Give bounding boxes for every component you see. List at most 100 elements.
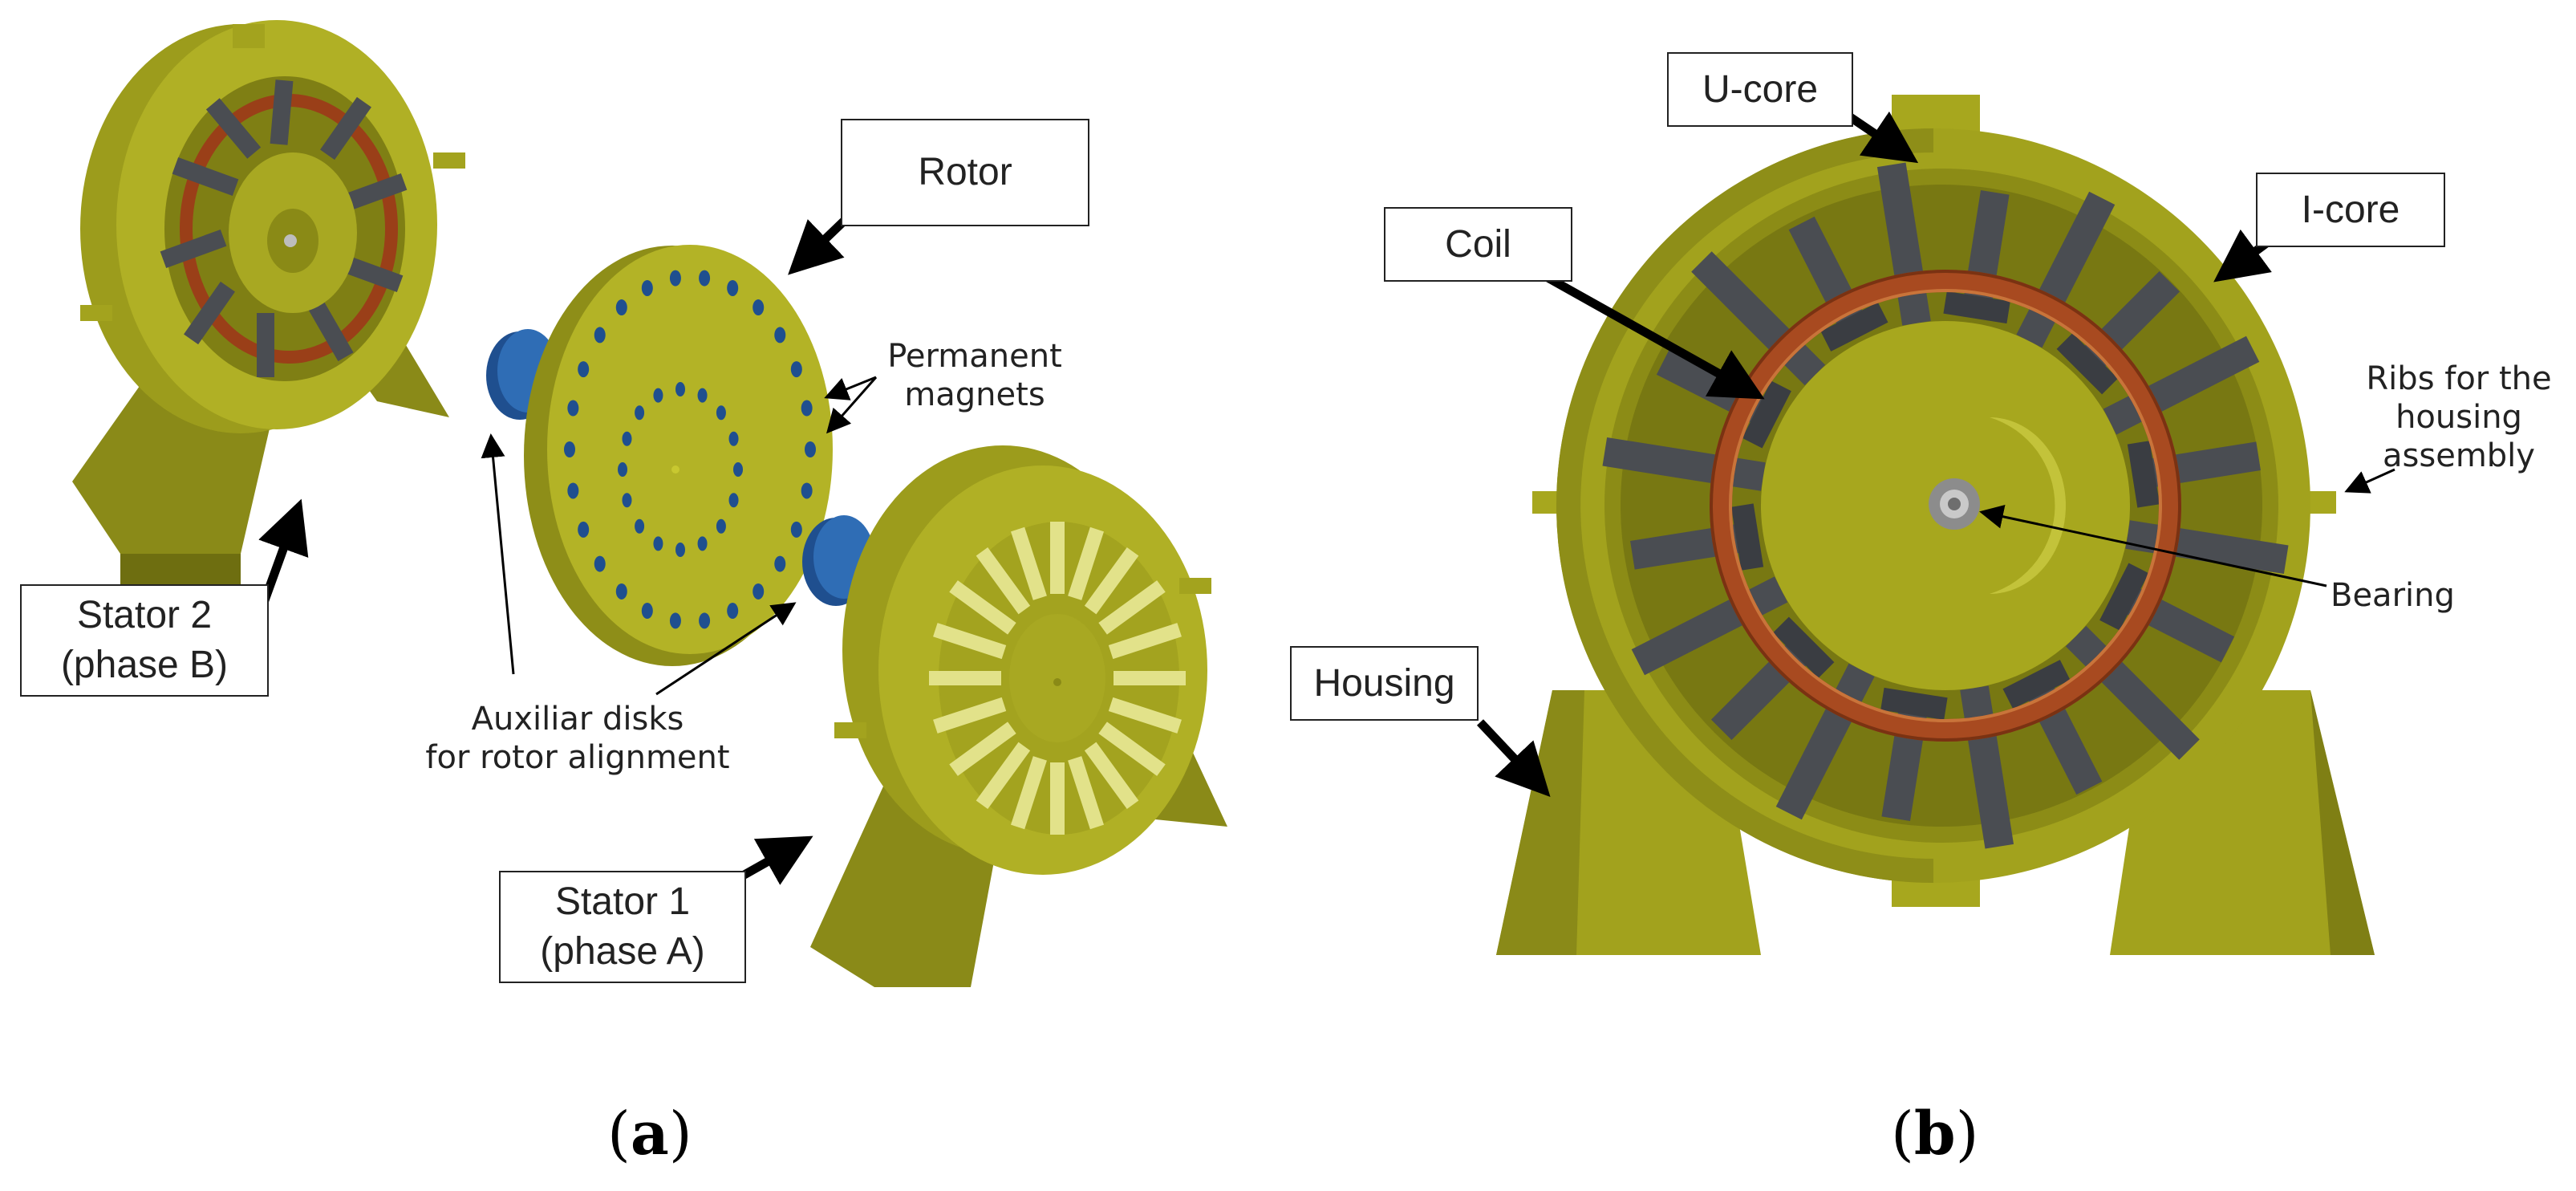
stator-slot	[1068, 756, 1105, 830]
rotor-magnet	[716, 405, 726, 421]
disks-annotation: Auxiliar disks for rotor alignment	[409, 700, 746, 777]
rotor-magnet	[618, 462, 627, 477]
ucore-arrow	[1846, 111, 1919, 164]
caption-b: (b)	[1891, 1100, 1979, 1169]
magnets-annotation: Permanent magnets	[862, 337, 1087, 414]
disks-arrow-right	[655, 602, 797, 696]
rotor-magnet	[753, 583, 765, 600]
rotor-magnet	[635, 405, 645, 421]
rotor-magnet	[594, 555, 606, 572]
rotor-magnet	[728, 493, 739, 508]
rotor-magnet	[801, 400, 813, 417]
stator1-label-line2: (phase A)	[540, 930, 705, 973]
u-core-leg	[1730, 503, 1764, 571]
magnets-line1: Permanent	[887, 338, 1062, 375]
rotor-magnet	[564, 441, 575, 457]
rotor-label: Rotor	[918, 151, 1012, 193]
stator-slot	[933, 697, 1007, 734]
ribs-line1: Ribs for the	[2366, 360, 2552, 397]
rotor-magnet	[753, 299, 765, 316]
panel-a	[72, 20, 1227, 987]
disks-line2: for rotor alignment	[425, 739, 730, 776]
ucore-label: U-core	[1702, 67, 1819, 111]
rotor-magnet	[790, 521, 802, 538]
rotor-magnet	[805, 441, 816, 457]
coil-ring	[1710, 270, 2181, 742]
stator-2-drawing	[72, 20, 465, 586]
rotor-magnet	[699, 270, 711, 287]
stator-slot	[929, 671, 1001, 685]
u-core-leg	[1820, 302, 1888, 352]
stator-slot	[1068, 526, 1105, 600]
rotor-magnet	[653, 536, 663, 551]
u-core-leg	[1943, 291, 2010, 324]
rotor-magnet	[641, 279, 653, 296]
rotor-magnet	[615, 299, 627, 316]
caption-a-letter: a	[630, 1100, 669, 1169]
rotor-magnet	[727, 279, 739, 296]
u-core-leg	[1773, 616, 1835, 678]
u-core-leg	[2099, 563, 2149, 631]
stator-slot	[1108, 623, 1182, 660]
stator-slot	[949, 722, 1016, 776]
stator1-label-box: Stator 1 (phase A)	[499, 871, 746, 983]
magnets-arrow-2	[826, 376, 878, 434]
rotor-magnet	[716, 518, 726, 534]
rotor-label-box: Rotor	[841, 119, 1089, 226]
rotor-magnet	[567, 400, 579, 417]
rotor-magnet	[675, 543, 685, 557]
magnets-line2: magnets	[904, 376, 1045, 413]
ucore-label-box: U-core	[1667, 52, 1853, 127]
icore-label: I-core	[2301, 188, 2400, 231]
rotor-magnet	[653, 388, 663, 403]
stator-slot	[933, 623, 1007, 660]
rotor-magnet	[641, 603, 653, 620]
stator-slot	[1114, 671, 1186, 685]
rotor-magnet	[727, 603, 739, 620]
u-core-leg	[2056, 333, 2118, 395]
disks-line1: Auxiliar disks	[471, 701, 684, 738]
rotor-magnet	[733, 462, 743, 477]
u-core-leg	[2002, 660, 2071, 709]
rotor-magnet	[622, 493, 632, 508]
rotor-magnet	[774, 555, 786, 572]
stator2-label-box: Stator 2 (phase B)	[20, 584, 269, 697]
stator-slot	[1010, 526, 1047, 600]
rotor-magnet	[801, 482, 813, 499]
stator-slot	[1098, 722, 1166, 776]
rotor-magnet	[578, 521, 590, 538]
stator-slot	[1098, 580, 1166, 635]
stator-slot	[976, 547, 1031, 615]
stator-slot	[1084, 742, 1139, 810]
rotor-magnet	[774, 327, 786, 343]
rotor-magnet	[699, 612, 711, 629]
magnets-arrow-1	[824, 376, 877, 400]
rotor-magnet	[594, 327, 606, 343]
rotor-magnet	[669, 612, 681, 629]
stator2-label-line1: Stator 2	[76, 594, 213, 636]
u-core-leg	[2127, 441, 2160, 508]
stator-slot	[1050, 762, 1065, 835]
ribs-annotation: Ribs for the housing assembly	[2355, 360, 2563, 475]
stator-slot	[1010, 756, 1047, 830]
ribs-line3: assembly	[2383, 437, 2535, 474]
coil-arrow	[1534, 267, 1765, 400]
rotor-magnet	[669, 270, 681, 287]
stator-1-drawing	[810, 445, 1227, 987]
stator-slot	[976, 742, 1031, 810]
ribs-line2: housing	[2395, 399, 2522, 436]
rotor-magnet	[635, 518, 645, 534]
rotor-magnet	[697, 388, 708, 403]
housing-label-box: Housing	[1290, 646, 1479, 721]
coil-label: Coil	[1445, 222, 1511, 266]
stator-slot	[1050, 522, 1065, 594]
stator-slot	[1084, 547, 1139, 615]
rotor-magnet	[728, 431, 739, 446]
caption-b-letter: b	[1913, 1100, 1956, 1169]
bearing-annotation: Bearing	[2331, 576, 2491, 615]
rotor-magnet	[697, 536, 708, 551]
u-core-leg	[1742, 380, 1791, 449]
rotor-magnet	[578, 361, 590, 378]
panel-b	[1476, 95, 2395, 955]
stator1-label-line1: Stator 1	[554, 880, 691, 923]
